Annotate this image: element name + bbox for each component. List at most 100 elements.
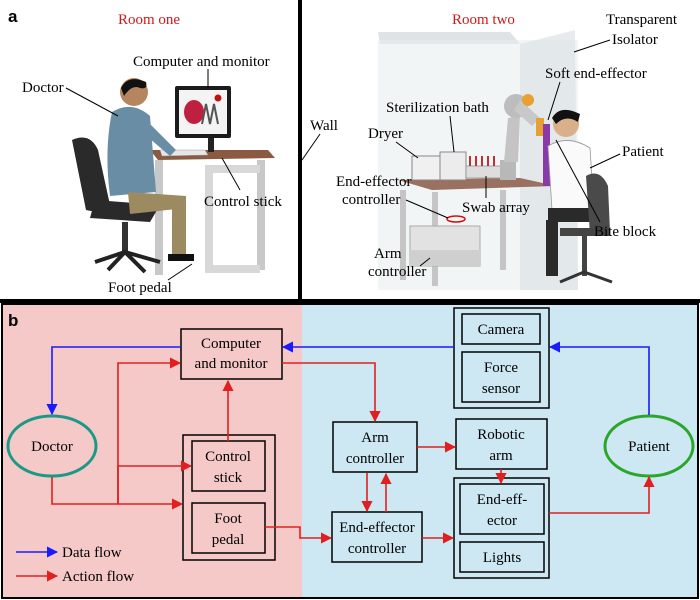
edge-patient-to-sensors (548, 341, 650, 415)
node-camera-label: Camera (478, 322, 525, 338)
patient-chair-back (586, 173, 610, 234)
label-control-stick: Control stick (204, 194, 282, 210)
node-foot-line2: pedal (212, 532, 244, 548)
label-foot-pedal: Foot pedal (108, 280, 172, 296)
edge-doctor-to-computer (117, 357, 182, 504)
node-arm-line2: controller (346, 451, 404, 467)
patient-chair-base (559, 270, 613, 284)
node-force-sensor (461, 351, 541, 403)
table-top (398, 178, 556, 190)
doctor-shoe (168, 254, 194, 261)
edge-effector-to-patient (549, 475, 655, 514)
label-isolator: Isolator (612, 32, 658, 48)
label-soft-end-effector: Soft end-effector (545, 66, 647, 82)
legend-action-flow-label: Action flow (62, 569, 134, 585)
node-computer-line2: and monitor (195, 356, 268, 372)
legend-data-flow-label: Data flow (62, 545, 122, 561)
node-eec-line2: controller (348, 541, 406, 557)
leader-line (573, 39, 611, 53)
screen-image (184, 100, 204, 124)
label-transparent: Transparent (606, 12, 678, 28)
patient-chair-seat (560, 228, 610, 236)
node-camera (461, 313, 541, 345)
leader-line (405, 199, 449, 219)
chair-base (106, 249, 147, 274)
label-patient: Patient (622, 144, 664, 160)
edge-doctor-to-stick (117, 460, 193, 504)
leader-line (449, 115, 455, 153)
node-patient-label: Patient (628, 439, 670, 455)
node-computer-and-monitor (180, 328, 283, 380)
desk-frame (205, 265, 260, 273)
table-leg (500, 190, 506, 270)
edge-doctor-to-pedal (51, 477, 184, 510)
node-eec-line1: End-effector (339, 520, 415, 536)
patient-shin (546, 220, 558, 276)
label-bite-block: Bite block (594, 224, 657, 240)
edge-computer-to-arm (282, 362, 381, 423)
node-force-line1: Force (484, 360, 518, 376)
sterilization-bath (439, 151, 467, 181)
node-lights-label: Lights (483, 550, 521, 566)
room-one-title: Room one (118, 12, 180, 28)
node-lights (459, 541, 545, 573)
room-two-zone (302, 304, 698, 598)
doctor-arm (142, 120, 176, 156)
edge-computer-to-doctor (46, 346, 181, 416)
node-robotic-line1: Robotic (477, 427, 525, 443)
swab-array (465, 156, 503, 179)
label-end-effector: End-effector (336, 174, 412, 190)
patient-chair-post (582, 236, 587, 276)
doctor-torso (107, 106, 156, 196)
node-sensor-group (453, 307, 550, 409)
robotic-arm (500, 94, 544, 180)
arm-controller-box (410, 250, 480, 266)
panel-b-frame (1, 303, 699, 599)
node-arm-line1: Arm (361, 430, 389, 446)
patient-legs (548, 208, 594, 222)
leader-line (589, 153, 621, 169)
table-leg (400, 190, 406, 280)
edge-pedal-to-eec (265, 526, 333, 544)
leader-line (221, 157, 241, 191)
room-two-illustration (378, 30, 613, 290)
leader-line (65, 87, 119, 117)
node-control-line1: Control (205, 449, 251, 465)
node-ee-line2: ector (487, 513, 517, 529)
panel-a: a Room one Room two (8, 0, 678, 300)
leader-line (167, 263, 193, 281)
desk-leg (257, 160, 265, 270)
leader-line (547, 81, 561, 121)
desk-frame (205, 165, 260, 173)
label-wall: Wall (310, 118, 338, 134)
room-two-title: Room two (452, 12, 515, 28)
screen-image (201, 103, 219, 125)
node-foot-pedal (191, 502, 266, 554)
node-control-line2: stick (214, 470, 243, 486)
label-arm-controller: controller (368, 264, 426, 280)
node-input-group (182, 434, 276, 561)
label-controller: controller (342, 192, 400, 208)
label-sterilization-bath: Sterilization bath (386, 100, 489, 116)
dryer (411, 155, 441, 181)
chair-back (72, 137, 110, 212)
doctor-shin (172, 204, 186, 256)
leader-line (419, 257, 431, 267)
leader-line (395, 141, 419, 159)
end-effector-controller-marker (446, 215, 466, 223)
node-robotic-line2: arm (489, 448, 513, 464)
legend: Data flow Action flow (16, 545, 134, 585)
screen-image (214, 94, 222, 102)
label-swab-array: Swab array (462, 200, 530, 216)
room-one-illustration (72, 78, 275, 275)
node-force-line2: sensor (482, 381, 520, 397)
patient-torso (547, 140, 595, 211)
node-ee-line1: End-eff- (477, 492, 528, 508)
panel-a-label: a (8, 7, 18, 26)
node-doctor-label: Doctor (31, 439, 73, 455)
label-doctor: Doctor (22, 80, 64, 96)
label-dryer: Dryer (368, 126, 403, 142)
panel-b-label: b (8, 311, 18, 330)
